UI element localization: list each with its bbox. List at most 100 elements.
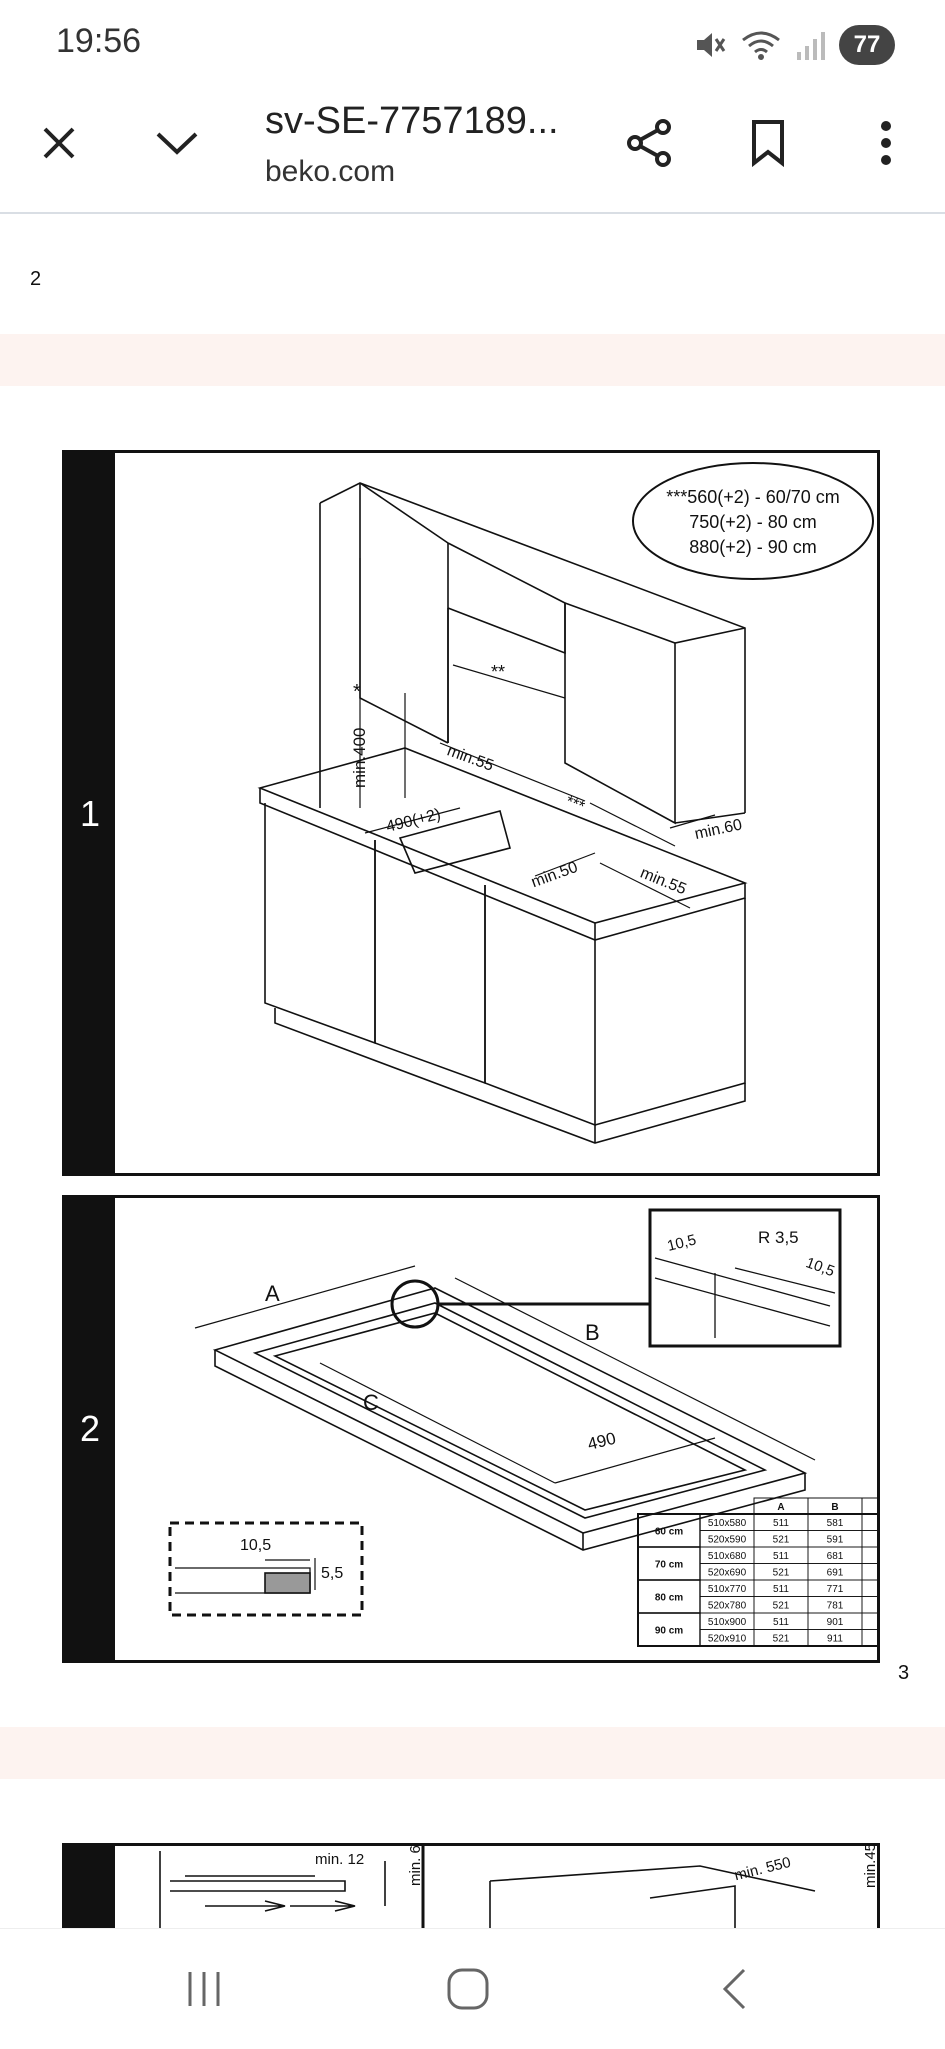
dim-min-65: min. 65 [407,1846,424,1886]
table-cell-value: 521 [773,1634,790,1645]
page-divider [0,1727,945,1779]
table-size-label: 80 cm [655,1593,683,1604]
table-cell-value: 691 [827,1568,844,1579]
close-icon [43,127,75,159]
table-cell-value: 511 [773,1551,789,1562]
dim-A: A [265,1281,280,1306]
share-icon [627,119,671,167]
table-cell-value: 771 [827,1584,844,1595]
close-button[interactable] [24,108,94,178]
expand-button[interactable] [142,108,212,178]
table-cell-value: 901 [827,1617,844,1628]
dim-min-55-side: min.55 [638,865,689,899]
dim-490: 490(+2) [384,806,442,836]
legend-line-1: ***560(+2) - 60/70 cm [666,487,840,507]
signal-icon [797,32,825,60]
table-cell-value: 520x910 [708,1634,747,1645]
page-divider [0,334,945,386]
dim-min-45: min.45 [862,1846,877,1888]
table-cell-value: 520x780 [708,1601,747,1612]
dim-radius: R 3,5 [758,1228,799,1247]
table-cell [861,1530,877,1548]
figure-1-sidebar [65,453,115,1173]
url-title[interactable]: sv-SE-7757189... [265,100,559,142]
dim-triple-star: *** [563,793,587,816]
table-cell-value: 521 [773,1601,790,1612]
table-cell-value: 521 [773,1535,790,1546]
url-domain[interactable]: beko.com [265,155,396,188]
figure-2-number: 2 [79,1408,101,1449]
dim-min-55-back: min.55 [445,742,496,774]
dim-min-60: min.60 [693,816,744,843]
table-outline [637,1513,877,1647]
legend-line-3: 880(+2) - 90 cm [689,537,817,557]
status-bar: 19:56 77 [0,0,945,86]
dim-star: * [353,681,361,703]
table-cell-value: 510x580 [708,1518,747,1529]
dim-490-cutout: 490 [586,1429,618,1454]
dim-double-star: ** [491,662,505,682]
dim-min-12: min. 12 [315,1851,364,1868]
battery-indicator: 77 [839,25,895,65]
table-cell-value: 510x900 [708,1617,747,1628]
table-size-label: 90 cm [655,1626,683,1637]
table-cell-value: 581 [827,1518,844,1529]
table-cell [861,1579,877,1597]
system-navigation-bar [0,1928,945,2049]
table-cell [861,1629,877,1647]
table-cell-value: 520x590 [708,1535,747,1546]
more-options-button[interactable] [851,108,921,178]
dim-B: B [585,1320,600,1345]
page-number: 3 [898,1662,910,1684]
home-icon [447,1968,489,2010]
dim-min-400: min.400 [350,728,369,788]
dim-10-5-section: 10,5 [240,1537,271,1554]
table-cell [861,1513,877,1531]
figure-1-panel: 1 [62,450,880,1176]
status-icons: 77 [693,20,895,70]
table-cell-value: 591 [827,1535,844,1546]
table-cell-value: 521 [773,1568,790,1579]
table-header-label: A [777,1502,784,1513]
legend-line-2: 750(+2) - 80 cm [689,512,817,532]
custom-tab-toolbar [0,86,945,214]
kitchen-installation-diagram: min.400 * ** min.55 490(+2) *** min.60 m… [257,462,874,1144]
table-cell [861,1546,877,1564]
table-cell-value: 510x680 [708,1551,747,1562]
figure-2-panel: 2 A B C 490 R 3,5 [62,1195,880,1663]
page-number: 2 [30,268,42,290]
back-button[interactable] [694,1959,774,2019]
table-header-cell [861,1497,877,1515]
dim-10-5-zoom-b: 10,5 [804,1254,837,1280]
table-size-label: 60 cm [655,1527,683,1538]
share-button[interactable] [614,108,684,178]
recent-apps-icon [188,1972,220,2006]
dim-10-5-zoom-a: 10,5 [665,1231,697,1255]
table-cell-value: 511 [773,1584,789,1595]
table-cell [861,1596,877,1614]
bookmark-icon [752,120,784,167]
figure-2-sidebar [65,1198,115,1660]
dim-min-50: min.50 [529,859,580,891]
cutout-sizes-table: ABC60 cm510x580511581560520x590521591560… [637,1497,877,1647]
table-cell-value: 681 [827,1551,844,1562]
status-time: 19:56 [56,22,142,60]
table-cell [861,1612,877,1630]
dim-5-5-section: 5,5 [321,1565,343,1582]
table-cell-value: 510x770 [708,1584,747,1595]
table-cell-value: 520x690 [708,1568,747,1579]
bookmark-button[interactable] [733,108,803,178]
wifi-icon [742,31,780,60]
home-button[interactable] [428,1959,508,2019]
figure-1-number: 1 [79,793,101,834]
table-cell-value: 511 [773,1518,789,1529]
installation-detail-diagram: min. 12 min. 65 min. 550 min.45 [159,1846,877,1936]
table-cell [861,1563,877,1581]
table-header-label: B [831,1502,838,1513]
table-cell-value: 511 [773,1617,789,1628]
more-icon [881,121,891,165]
table-cell-value: 911 [827,1634,843,1645]
hob-cutout-diagram: A B C 490 R 3,5 10,5 10,5 10,5 5,5 ABC60… [168,1208,877,1647]
back-icon [722,1968,746,2010]
recent-apps-button[interactable] [164,1959,244,2019]
